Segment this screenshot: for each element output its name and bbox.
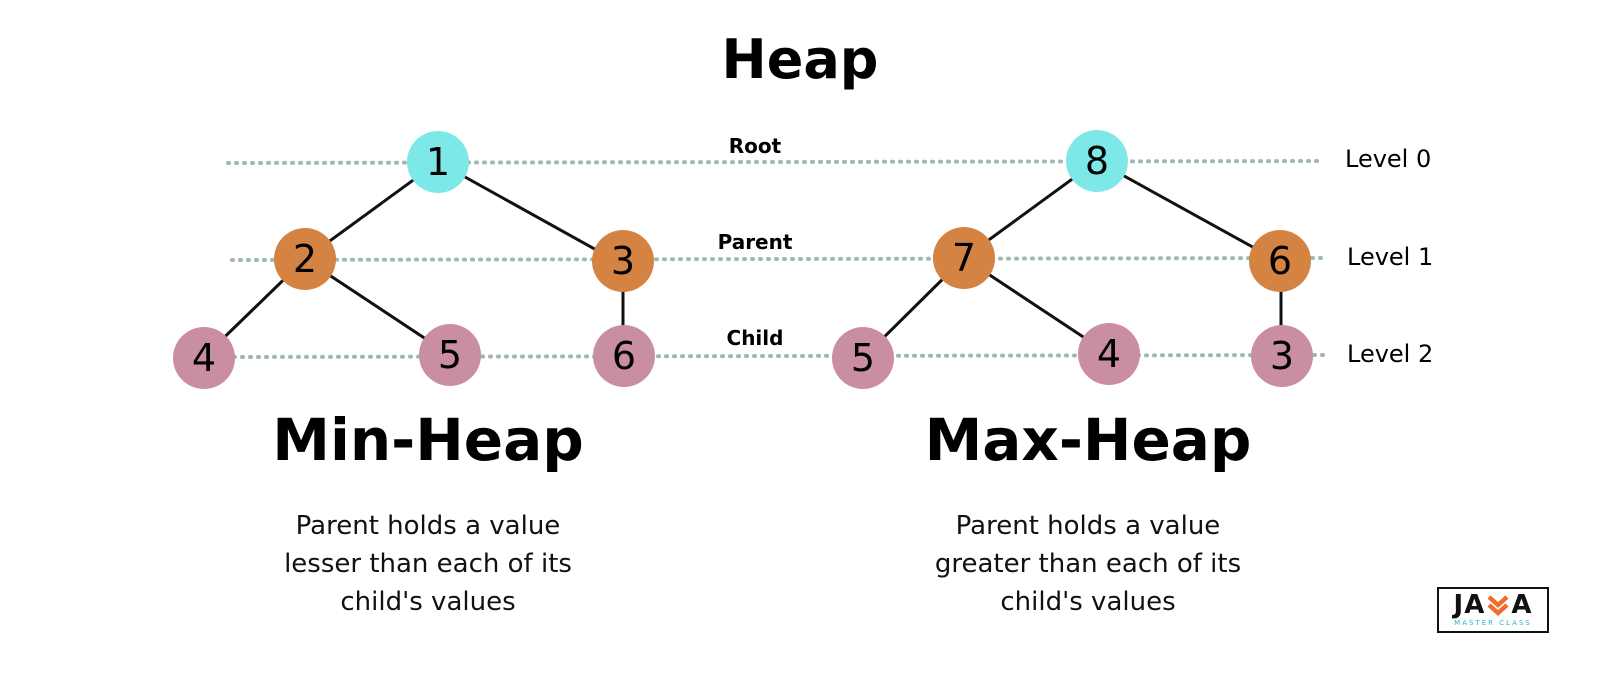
double-chevron-down-icon	[1487, 595, 1509, 617]
guide-level-2	[232, 353, 1328, 359]
max-heap-node-right: 6	[1249, 230, 1311, 292]
max-heap-description-line: child's values	[1000, 587, 1176, 617]
logo-wordmark: JA A	[1454, 592, 1533, 618]
logo-word-left: JA	[1453, 590, 1486, 620]
edge-max-8-6	[1096, 159, 1279, 263]
max-heap-node-right-child: 3	[1251, 325, 1313, 387]
max-heap-description-line: Parent holds a value	[955, 511, 1221, 541]
min-heap-description-line: child's values	[340, 587, 516, 617]
max-heap-description: Parent holds a value greater than each o…	[838, 507, 1338, 621]
min-heap-node-left: 2	[274, 228, 336, 290]
level-label-0: Level 0	[1345, 145, 1432, 173]
min-heap-title: Min-Heap	[272, 406, 584, 474]
max-heap-description-line: greater than each of its	[934, 549, 1242, 579]
band-label-root: Root	[728, 134, 782, 158]
max-heap-node-left-right: 4	[1078, 323, 1140, 385]
level-label-2: Level 2	[1347, 340, 1434, 368]
max-heap-node-root: 8	[1066, 130, 1128, 192]
logo-subtitle: MASTER CLASS	[1454, 619, 1532, 627]
min-heap-description-line: lesser than each of its	[284, 549, 572, 579]
min-heap-description: Parent holds a value lesser than each of…	[178, 507, 678, 621]
min-heap-node-right-child: 6	[593, 325, 655, 387]
java-master-class-logo: JA A MASTER CLASS	[1437, 587, 1549, 633]
edge-min-1-3	[437, 160, 619, 264]
page-title: Heap	[721, 28, 879, 91]
guide-level-1	[230, 256, 1328, 262]
guide-level-0	[226, 159, 1320, 165]
min-heap-node-left-right: 5	[419, 324, 481, 386]
max-heap-title: Max-Heap	[924, 406, 1252, 474]
min-heap-node-root: 1	[407, 131, 469, 193]
max-heap-node-left: 7	[933, 227, 995, 289]
band-label-parent: Parent	[717, 230, 793, 254]
band-label-child: Child	[726, 326, 784, 350]
min-heap-description-line: Parent holds a value	[295, 511, 561, 541]
max-heap-node-left-left: 5	[832, 327, 894, 389]
min-heap-node-right: 3	[592, 230, 654, 292]
min-heap-node-left-left: 4	[173, 327, 235, 389]
level-label-1: Level 1	[1347, 243, 1434, 271]
logo-word-right: A	[1511, 590, 1533, 620]
